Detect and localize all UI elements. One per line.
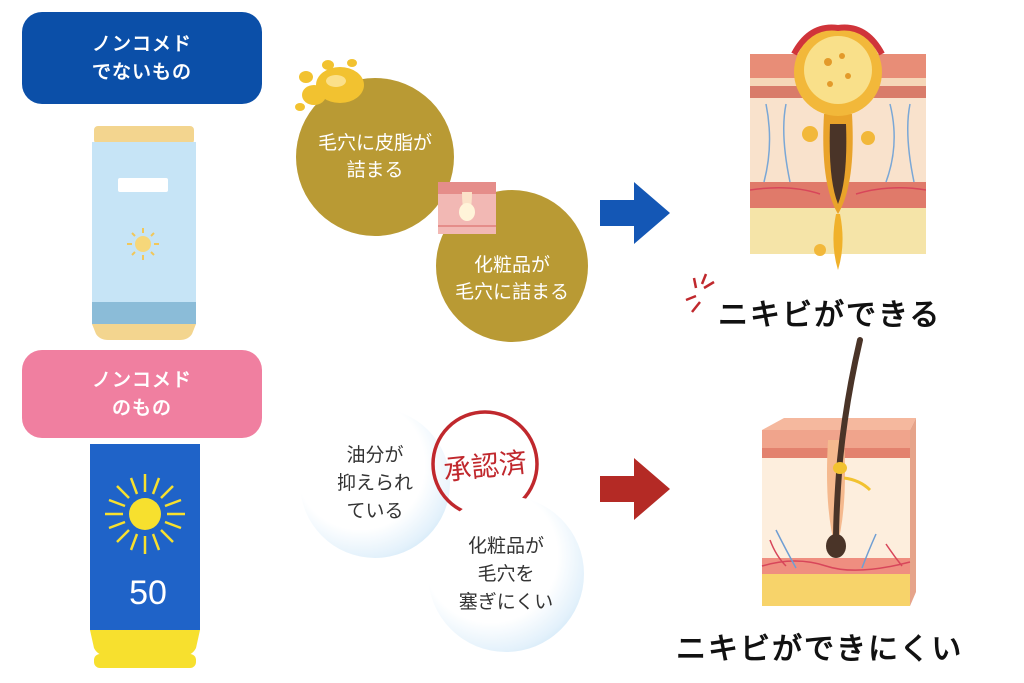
cause-line: 毛穴に皮脂が xyxy=(317,132,432,154)
hair-follicle-icon xyxy=(756,330,916,620)
cause-line: 化粧品が xyxy=(473,254,550,276)
cause-line: 詰まる xyxy=(346,159,404,181)
cause-line: 毛穴に詰まる xyxy=(454,281,569,303)
sunscreen-tube-light xyxy=(88,124,200,344)
effect-line: 化粧品が xyxy=(467,535,544,557)
oil-drop-icon xyxy=(292,55,372,115)
pore-icon xyxy=(438,182,496,234)
effect-line: 油分が xyxy=(346,444,404,466)
effect-line: 塞ぎにくい xyxy=(458,591,554,613)
cause-sebum-circle: 毛穴に皮脂が 詰まる xyxy=(296,78,454,236)
sunscreen-tube-blue xyxy=(88,442,206,672)
label-line: のもの xyxy=(111,397,172,419)
result-acne-unlikely: ニキビができにくい xyxy=(676,632,964,667)
alert-spark-icon xyxy=(682,272,718,316)
effect-line: 抑えられ xyxy=(336,472,413,494)
result-acne-forms: ニキビができる xyxy=(718,298,942,333)
skin-cross-section-icon xyxy=(750,14,926,284)
tube-spf-number: 50 xyxy=(129,574,167,612)
sun-icon xyxy=(105,474,185,554)
effect-oil-controlled-bubble: 油分が 抑えられ ている xyxy=(300,408,450,558)
effect-pore-not-blocked-bubble: 化粧品が 毛穴を 塞ぎにくい xyxy=(428,496,584,652)
right-arrow-icon xyxy=(600,182,670,244)
effect-line: ている xyxy=(346,500,404,522)
label-line: ノンコメド xyxy=(91,33,192,55)
sun-icon xyxy=(127,228,159,260)
effect-line: 毛穴を xyxy=(477,563,535,585)
right-arrow-icon xyxy=(600,458,670,520)
label-noncomedogenic: ノンコメド のもの xyxy=(22,350,262,438)
label-line: でないもの xyxy=(91,61,192,83)
label-non-noncomedogenic: ノンコメド でないもの xyxy=(22,12,262,104)
label-line: ノンコメド xyxy=(91,369,192,391)
